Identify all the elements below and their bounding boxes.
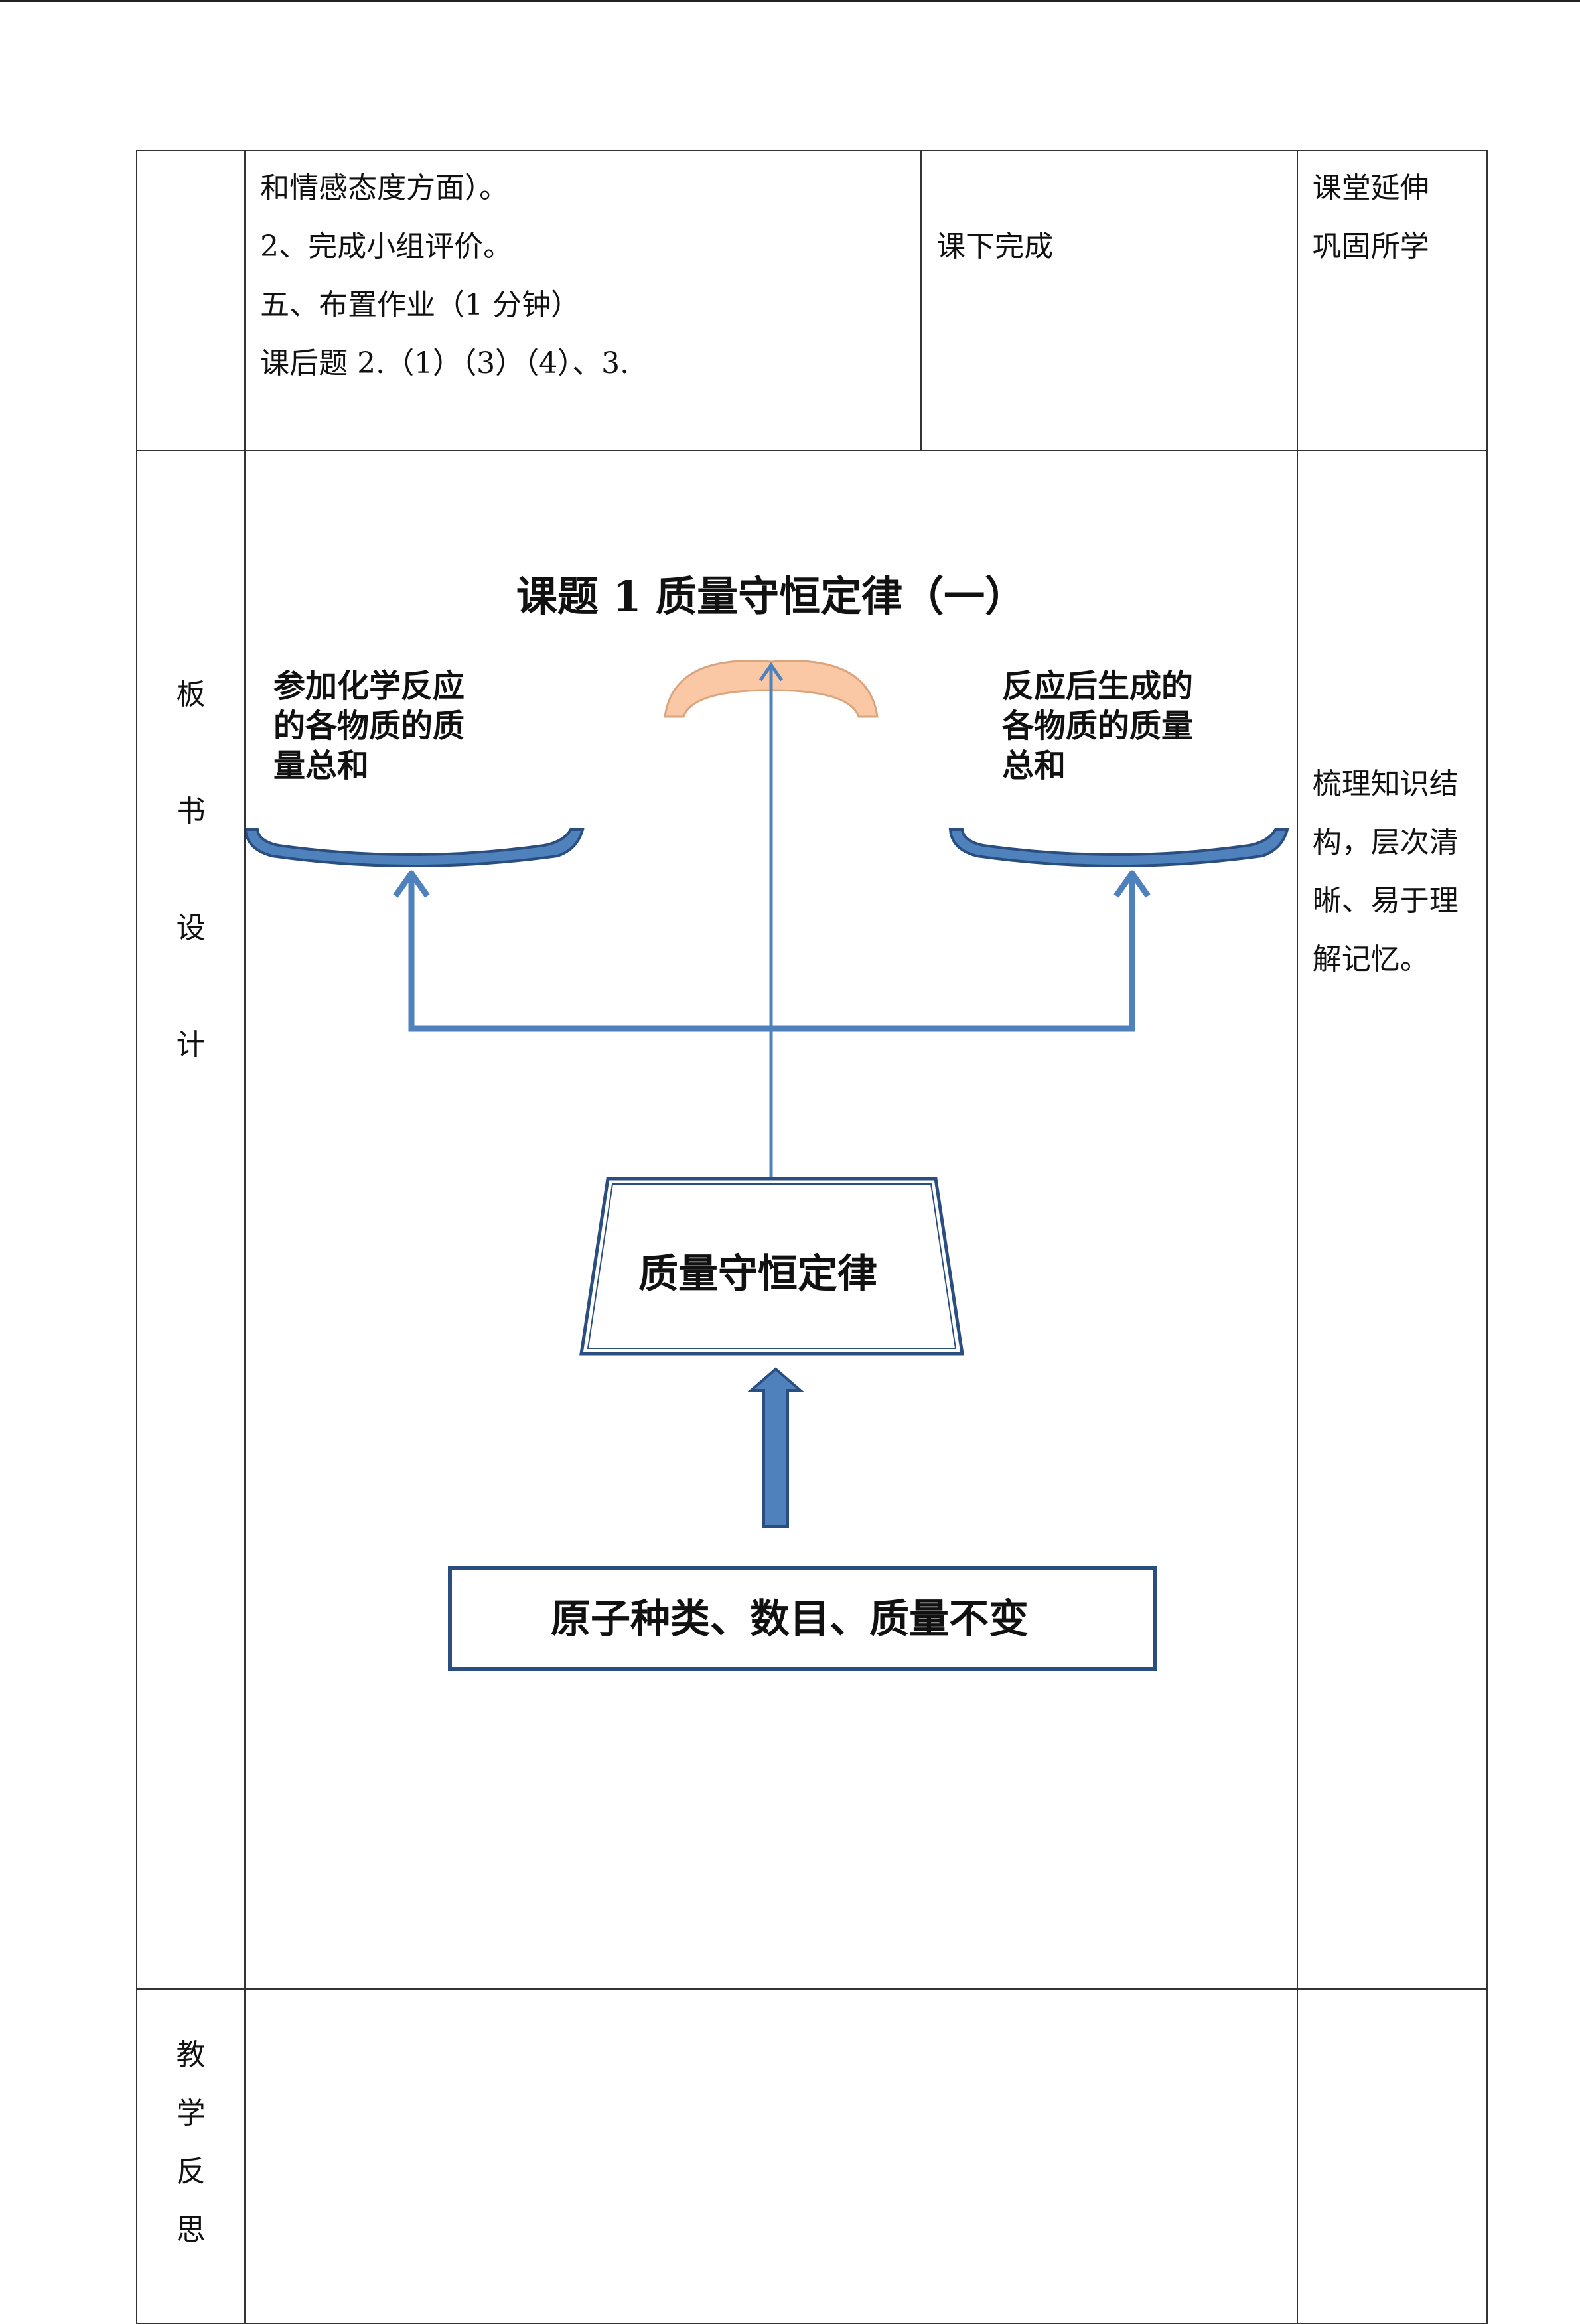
left-pan-text-line: 参加化学反应 (273, 668, 465, 705)
label-char: 学 (176, 2096, 206, 2130)
student-activity-text: 课下完成 (936, 230, 1054, 263)
reflection-label: 教 学 反 思 (135, 1988, 246, 2324)
board-design-label: 板 书 设 计 (135, 450, 246, 1990)
left-arrowhead (393, 870, 430, 898)
left-pan-text-line: 的各物质的质 (273, 707, 465, 745)
label-char: 反 (176, 2155, 206, 2189)
text-line: 2、完成小组评价。 (260, 230, 513, 263)
right-pan-text-line: 反应后生成的 (1002, 668, 1193, 705)
intent-line: 解记忆。 (1312, 942, 1429, 976)
page-top-rule (0, 0, 1580, 2)
intent-line: 梳理知识结 (1312, 767, 1459, 801)
board-title: 课题 1 质量守恒定律（一） (516, 572, 1026, 620)
table-row-homework: 和情感态度方面）。 2、完成小组评价。 五、布置作业（1 分钟） 课后题 2.（… (135, 150, 1488, 451)
table-row-board-design: 板 书 设 计 课题 1 质量守恒定律（一） (135, 450, 1488, 1990)
balance-beam (408, 877, 1135, 1032)
board-design-cell: 课题 1 质量守恒定律（一） 参加化学反应 的各物质的质 量总和 (244, 450, 1298, 1990)
left-pan-text-line: 量总和 (273, 747, 369, 784)
base-box-text: 原子种类、数目、质量不变 (551, 1596, 1029, 1642)
board-intent-cell: 梳理知识结 构，层次清 晰、易于理 解记忆。 (1296, 450, 1488, 1990)
label-char: 教 (176, 2038, 206, 2072)
teacher-activity-cell: 和情感态度方面）。 2、完成小组评价。 五、布置作业（1 分钟） 课后题 2.（… (244, 150, 922, 451)
intent-line: 构，层次清 (1312, 826, 1459, 859)
student-activity-cell: 课下完成 (920, 150, 1298, 451)
table-row-reflection: 教 学 反 思 (135, 1988, 1488, 2324)
intent-cell: 课堂延伸 巩固所学 (1296, 150, 1488, 451)
intent-line: 晰、易于理 (1312, 884, 1459, 918)
label-char: 书 (176, 794, 206, 828)
balance-diagram: 课题 1 质量守恒定律（一） 参加化学反应 的各物质的质 量总和 (246, 572, 1289, 1671)
base-box (448, 1566, 1157, 1671)
lesson-plan-table: 和情感态度方面）。 2、完成小组评价。 五、布置作业（1 分钟） 课后题 2.（… (135, 150, 1488, 2324)
center-pole-arrowhead (759, 662, 784, 682)
intent-line: 巩固所学 (1312, 230, 1429, 263)
label-char: 思 (176, 2213, 206, 2247)
law-box (579, 1177, 965, 1356)
right-pan-text-line: 各物质的质量 (1002, 707, 1193, 745)
label-char: 计 (176, 1028, 206, 1062)
text-line: 和情感态度方面）。 (260, 171, 509, 205)
right-arrowhead (1113, 870, 1151, 898)
label-char: 设 (176, 911, 206, 945)
text-line: 五、布置作业（1 分钟） (260, 288, 581, 322)
label-char: 板 (176, 678, 206, 711)
law-box-inner (587, 1183, 957, 1349)
intent-line: 课堂延伸 (1312, 171, 1429, 205)
reflection-content-cell (244, 1988, 1298, 2324)
reflection-intent-cell (1296, 1988, 1488, 2324)
text-line: 课后题 2.（1）（3）（4）、3. (260, 346, 630, 380)
block-up-arrow (747, 1367, 804, 1528)
empty-label-cell (135, 150, 246, 451)
left-pan (246, 828, 585, 867)
right-pan (949, 828, 1289, 867)
right-pan-text-line: 总和 (1002, 747, 1066, 784)
law-box-text: 质量守恒定律 (638, 1251, 877, 1297)
